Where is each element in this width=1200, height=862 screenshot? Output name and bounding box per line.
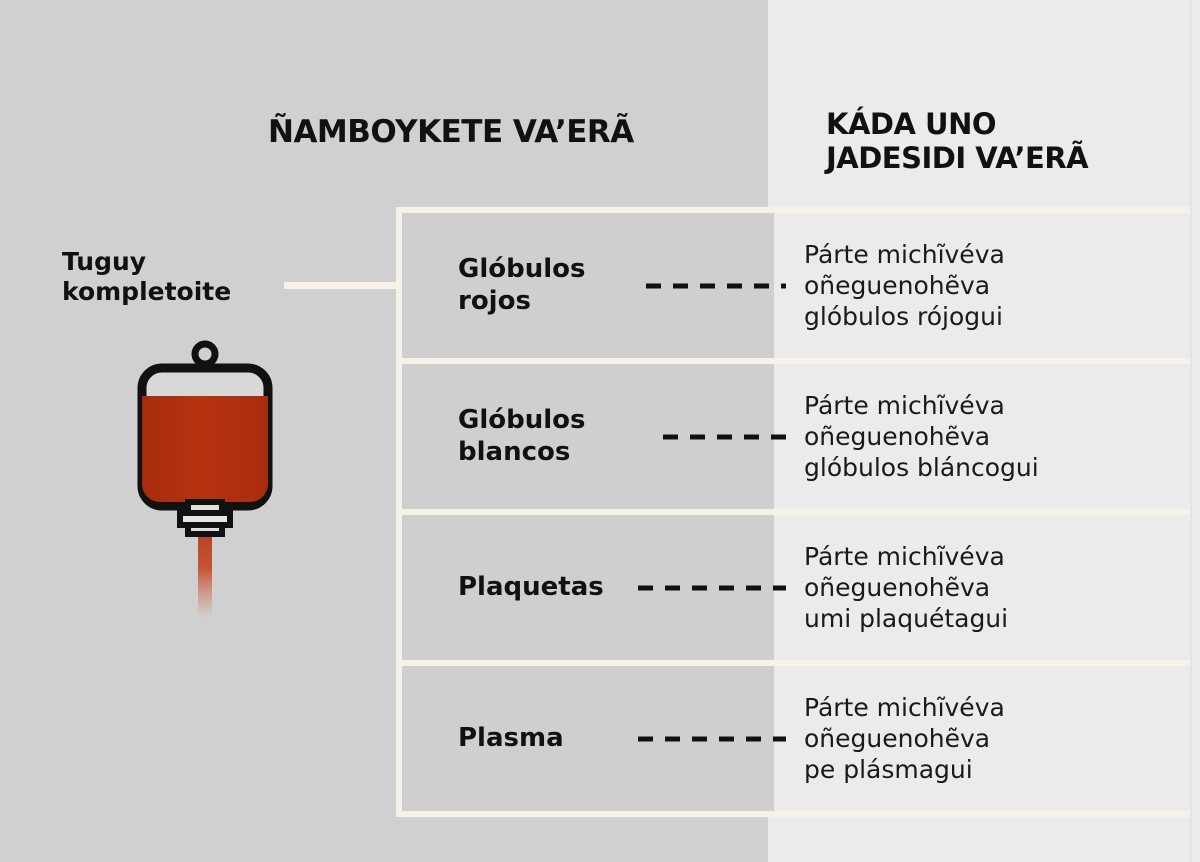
dashed-connector-icon	[646, 283, 786, 288]
component-name-line2: rojos	[458, 285, 531, 316]
component-use-line1: Párte michĩvéva	[804, 542, 1005, 571]
component-use-line3: pe plásmagui	[804, 755, 973, 784]
component-use-line3: glóbulos rójogui	[804, 302, 1003, 331]
connector-line	[284, 282, 400, 289]
table-row[interactable]: Glóbulos blancos Párte michĩvéva oñeguen…	[402, 364, 1190, 509]
component-use-line1: Párte michĩvéva	[804, 240, 1005, 269]
right-edge-divider	[1190, 0, 1192, 862]
table-rule-2	[396, 509, 1190, 515]
dashed-connector-icon	[663, 434, 786, 439]
component-name-cell: Plaquetas	[402, 515, 786, 660]
component-use-cell: Párte michĩvéva oñeguenohẽva glóbulos ró…	[774, 213, 1190, 358]
table-row[interactable]: Plaquetas Párte michĩvéva oñeguenohẽva u…	[402, 515, 1190, 660]
table-row[interactable]: Glóbulos rojos Párte michĩvéva oñeguenoh…	[402, 213, 1190, 358]
component-name-line1: Plaquetas	[458, 571, 604, 602]
table-rule-1	[396, 358, 1190, 364]
dashed-connector-icon	[638, 585, 786, 590]
dashed-connector-icon	[638, 736, 786, 741]
component-use-cell: Párte michĩvéva oñeguenohẽva pe plásmagu…	[774, 666, 1190, 811]
column-header-uses-line1: KÁDA UNO	[826, 107, 997, 141]
whole-blood-label-line2: kompletoite	[62, 276, 232, 306]
components-table: Glóbulos rojos Párte michĩvéva oñeguenoh…	[396, 207, 1190, 817]
component-use-line2: oñeguenohẽva	[804, 573, 991, 602]
component-use-line3: umi plaquétagui	[804, 604, 1009, 633]
component-use-line1: Párte michĩvéva	[804, 391, 1005, 420]
table-rule-3	[396, 660, 1190, 666]
column-header-uses-line2: JADESIDI VA’ERÃ	[826, 140, 1089, 175]
component-use-line3: glóbulos bláncogui	[804, 453, 1039, 482]
component-name-cell: Glóbulos blancos	[402, 364, 786, 509]
component-name-line1: Glóbulos	[458, 404, 586, 435]
component-name-line2: blancos	[458, 436, 571, 467]
table-rule-top	[396, 207, 1190, 213]
component-name-cell: Glóbulos rojos	[402, 213, 786, 358]
component-use-line2: oñeguenohẽva	[804, 422, 991, 451]
component-use-cell: Párte michĩvéva oñeguenohẽva umi plaquét…	[774, 515, 1190, 660]
blood-bag-icon	[120, 330, 290, 630]
component-use-line2: oñeguenohẽva	[804, 271, 991, 300]
table-rule-bottom	[396, 811, 1190, 817]
component-use-line2: oñeguenohẽva	[804, 724, 991, 753]
component-use-line1: Párte michĩvéva	[804, 693, 1005, 722]
component-name-line1: Plasma	[458, 722, 564, 753]
table-row[interactable]: Plasma Párte michĩvéva oñeguenohẽva pe p…	[402, 666, 1190, 811]
whole-blood-label-line1: Tuguy	[62, 247, 147, 276]
component-use-cell: Párte michĩvéva oñeguenohẽva glóbulos bl…	[774, 364, 1190, 509]
whole-blood-label: Tuguy kompletoite	[62, 247, 292, 306]
component-name-cell: Plasma	[402, 666, 786, 811]
component-name-line1: Glóbulos	[458, 253, 586, 284]
column-header-uses: KÁDA UNO JADESIDI VA’ERÃ	[826, 107, 1176, 175]
column-header-components: ÑAMBOYKETE VA’ERÃ	[268, 114, 634, 150]
